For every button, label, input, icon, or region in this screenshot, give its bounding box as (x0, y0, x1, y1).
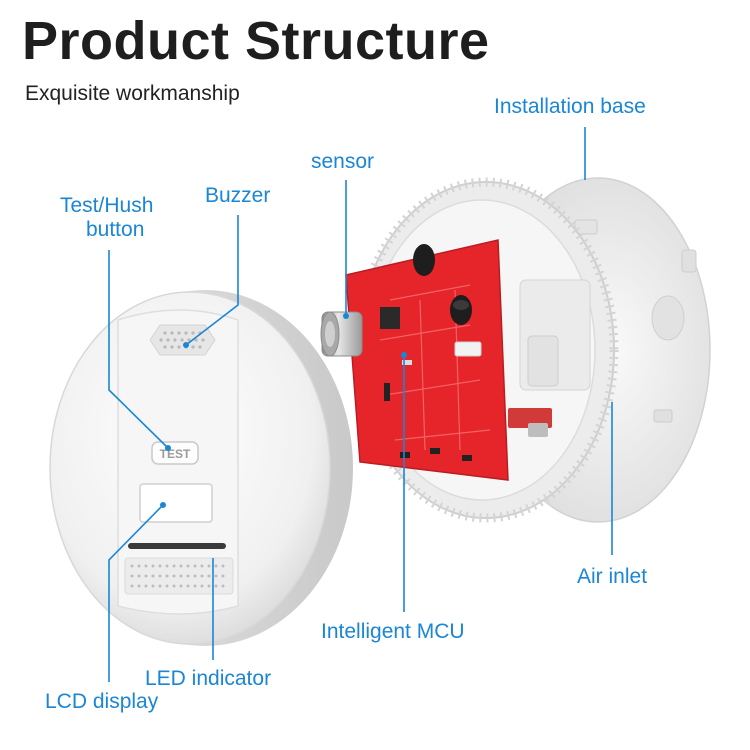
page-subtitle: Exquisite workmanship (25, 82, 240, 105)
leader-buzzer (185, 215, 239, 346)
label-lcd-display: LCD display (45, 690, 159, 713)
label-installation-base: Installation base (494, 95, 646, 118)
capacitor (413, 244, 435, 276)
connector (454, 341, 482, 357)
mcu-chip (380, 307, 400, 329)
label-test-hush-line1: Test/Hush (60, 194, 154, 217)
callout-dots (160, 313, 407, 508)
label-test-hush-line2: button (85, 218, 145, 242)
label-test-hush: Test/Hush button (60, 194, 153, 241)
pcb-board (345, 239, 509, 481)
test-hush-button[interactable]: TEST (151, 441, 199, 465)
leader-lcd-display (108, 504, 164, 682)
page-title: Product Structure (22, 11, 490, 71)
label-air-inlet: Air inlet (577, 565, 648, 588)
label-intelligent-mcu: Intelligent MCU (321, 620, 465, 643)
lcd-window (139, 483, 213, 523)
led-strip (128, 543, 226, 549)
test-button-text: TEST (160, 447, 191, 461)
label-led-indicator: LED indicator (145, 667, 272, 690)
leader-test-hush (108, 250, 169, 449)
callout-lines (108, 127, 613, 682)
sensor-canister (320, 311, 363, 357)
lower-vent (124, 557, 234, 595)
front-cover: TEST (49, 290, 353, 646)
label-sensor: sensor (311, 150, 375, 173)
label-buzzer: Buzzer (205, 184, 271, 207)
